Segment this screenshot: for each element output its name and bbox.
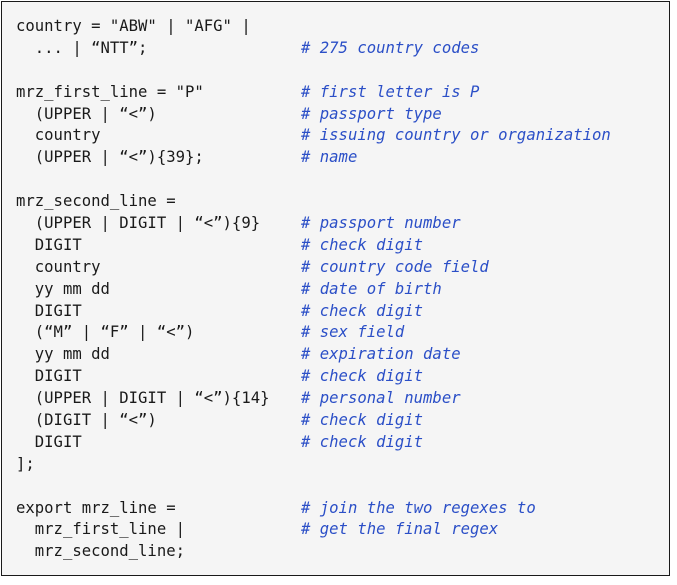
code-text: (UPPER | “<”) xyxy=(16,104,157,123)
code-comment: # check digit xyxy=(301,367,424,386)
code-comment: # check digit xyxy=(301,411,424,430)
code-text: DIGIT xyxy=(16,235,82,254)
code-comment: # check digit xyxy=(301,235,424,254)
code-comment: # passport number xyxy=(301,214,461,233)
code-text: ... | “NTT”; xyxy=(16,38,148,57)
code-text: (UPPER | “<”){39}; xyxy=(16,148,204,167)
code-comment: # personal number xyxy=(301,389,461,408)
code-text: DIGIT xyxy=(16,301,82,320)
code-comment: # expiration date xyxy=(301,345,461,364)
code-comment: # check digit xyxy=(301,432,424,451)
code-text: country xyxy=(16,257,101,276)
code-text: (UPPER | DIGIT | “<”){9} xyxy=(16,214,261,233)
code-comment: # 275 country codes xyxy=(301,38,480,57)
code-text: mrz_first_line = "P" xyxy=(16,82,204,101)
code-text: mrz_first_line | xyxy=(16,520,185,539)
code-text: DIGIT xyxy=(16,367,82,386)
code-comment: # country code field xyxy=(301,257,489,276)
code-comment: # sex field xyxy=(301,323,405,342)
code-comment: # get the final regex xyxy=(301,520,499,539)
code-text: (DIGIT | “<”) xyxy=(16,411,157,430)
code-comment: # passport type xyxy=(301,104,442,123)
code-text: DIGIT xyxy=(16,432,82,451)
code-text: ]; xyxy=(16,454,35,473)
code-text: yy mm dd xyxy=(16,279,110,298)
code-listing-frame: country = "ABW" | "AFG" | ... | “NTT”; # … xyxy=(1,1,670,576)
code-text: country xyxy=(16,126,101,145)
code-text: (UPPER | DIGIT | “<”){14} xyxy=(16,389,270,408)
code-comment: # first letter is P xyxy=(301,82,480,101)
code-text: yy mm dd xyxy=(16,345,110,364)
code-text: export mrz_line = xyxy=(16,498,176,517)
code-text: country = "ABW" | "AFG" | xyxy=(16,17,251,35)
code-text: mrz_second_line = xyxy=(16,192,176,211)
code-comment: # name xyxy=(301,148,358,167)
code-comment: # check digit xyxy=(301,301,424,320)
code-comment: # date of birth xyxy=(301,279,442,298)
code-comment: # issuing country or organization xyxy=(301,126,611,145)
code-text: mrz_second_line; xyxy=(16,542,185,561)
code-comment: # join the two regexes to xyxy=(301,498,536,517)
code-text: (“M” | “F” | “<”) xyxy=(16,323,195,342)
